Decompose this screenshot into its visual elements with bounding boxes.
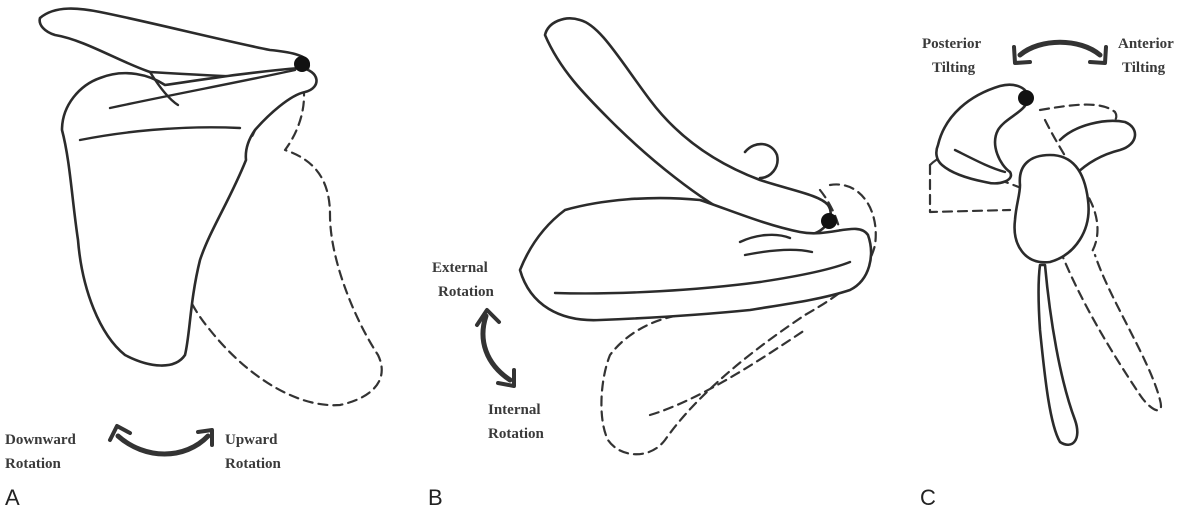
panel-b: External Rotation Internal Rotation B (428, 18, 876, 509)
panel-c-label-posterior-tilting: Tilting (932, 60, 976, 76)
panel-c-label-anterior-tilting: Tilting (1122, 60, 1166, 76)
panel-c-pivot-dot (1018, 90, 1034, 106)
panel-a-letter: A (5, 485, 20, 509)
panel-b-rotation-arrow (477, 310, 514, 386)
panel-a-solid-scapula (40, 9, 317, 366)
panel-b-pivot-dot (821, 213, 837, 229)
panel-c: Posterior Tilting Anterior Tilting C (920, 36, 1174, 509)
panel-a-label-upward-rotation: Rotation (225, 456, 281, 472)
panel-a-label-downward: Downward (5, 432, 76, 448)
panel-b-label-external: External (432, 260, 488, 276)
panel-b-label-internal-rotation: Rotation (488, 426, 544, 442)
panel-b-letter: B (428, 485, 443, 509)
panel-b-label-external-rotation: Rotation (438, 284, 494, 300)
panel-b-label-internal: Internal (488, 402, 541, 418)
panel-c-label-anterior: Anterior (1118, 36, 1174, 52)
panel-c-tilting-arrow (1014, 42, 1106, 63)
panel-a: Downward Rotation Upward Rotation A (5, 9, 382, 509)
panel-a-pivot-dot (294, 56, 310, 72)
panel-a-rotation-arrow (110, 426, 212, 454)
panel-a-label-downward-rotation: Rotation (5, 456, 61, 472)
panel-a-label-upward: Upward (225, 432, 278, 448)
panel-c-label-posterior: Posterior (922, 36, 981, 52)
panel-b-solid-scapula (520, 18, 871, 320)
panel-c-letter: C (920, 485, 936, 509)
panel-c-solid-scapula (936, 85, 1135, 445)
